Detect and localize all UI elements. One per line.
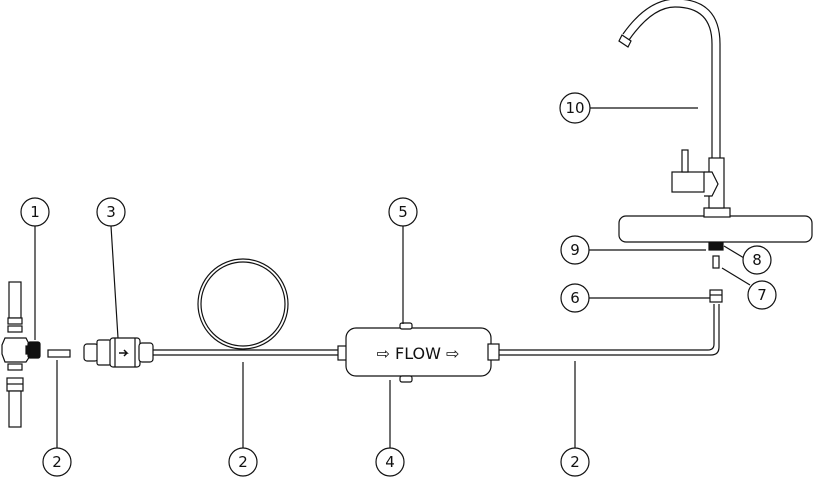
leader-lines	[34, 107, 751, 448]
callout-2-valve: 2	[42, 447, 72, 477]
callout-6: 6	[560, 283, 590, 313]
svg-text:2: 2	[238, 453, 248, 471]
faucet	[618, 0, 813, 243]
faucet-connectors	[708, 237, 724, 303]
callout-5: 5	[388, 197, 418, 227]
callout-8: 8	[742, 245, 772, 275]
callout-7: 7	[747, 280, 777, 310]
tubing-coil	[153, 258, 342, 356]
tubing-segment	[47, 349, 71, 358]
callout-3: 3	[96, 197, 126, 227]
svg-text:7: 7	[757, 286, 767, 304]
callout-4: 4	[375, 447, 405, 477]
filter-flow-label: ⇨ FLOW ⇨	[377, 344, 460, 363]
callout-2-outlet: 2	[560, 447, 590, 477]
svg-text:8: 8	[752, 251, 762, 269]
svg-text:1: 1	[30, 203, 40, 221]
svg-text:2: 2	[52, 453, 62, 471]
outlet-tubing	[499, 304, 720, 356]
callout-10: 10	[559, 92, 591, 124]
callout-1: 1	[20, 197, 50, 227]
svg-text:3: 3	[106, 203, 116, 221]
callout-9: 9	[560, 235, 590, 265]
check-valve	[83, 337, 154, 368]
svg-text:9: 9	[570, 241, 580, 259]
shutoff-valve	[1, 281, 41, 428]
svg-text:6: 6	[570, 289, 580, 307]
svg-text:10: 10	[565, 99, 584, 117]
callout-2-coil: 2	[228, 447, 258, 477]
inline-filter	[337, 322, 500, 383]
svg-text:4: 4	[385, 453, 395, 471]
svg-text:2: 2	[570, 453, 580, 471]
svg-text:5: 5	[398, 203, 408, 221]
